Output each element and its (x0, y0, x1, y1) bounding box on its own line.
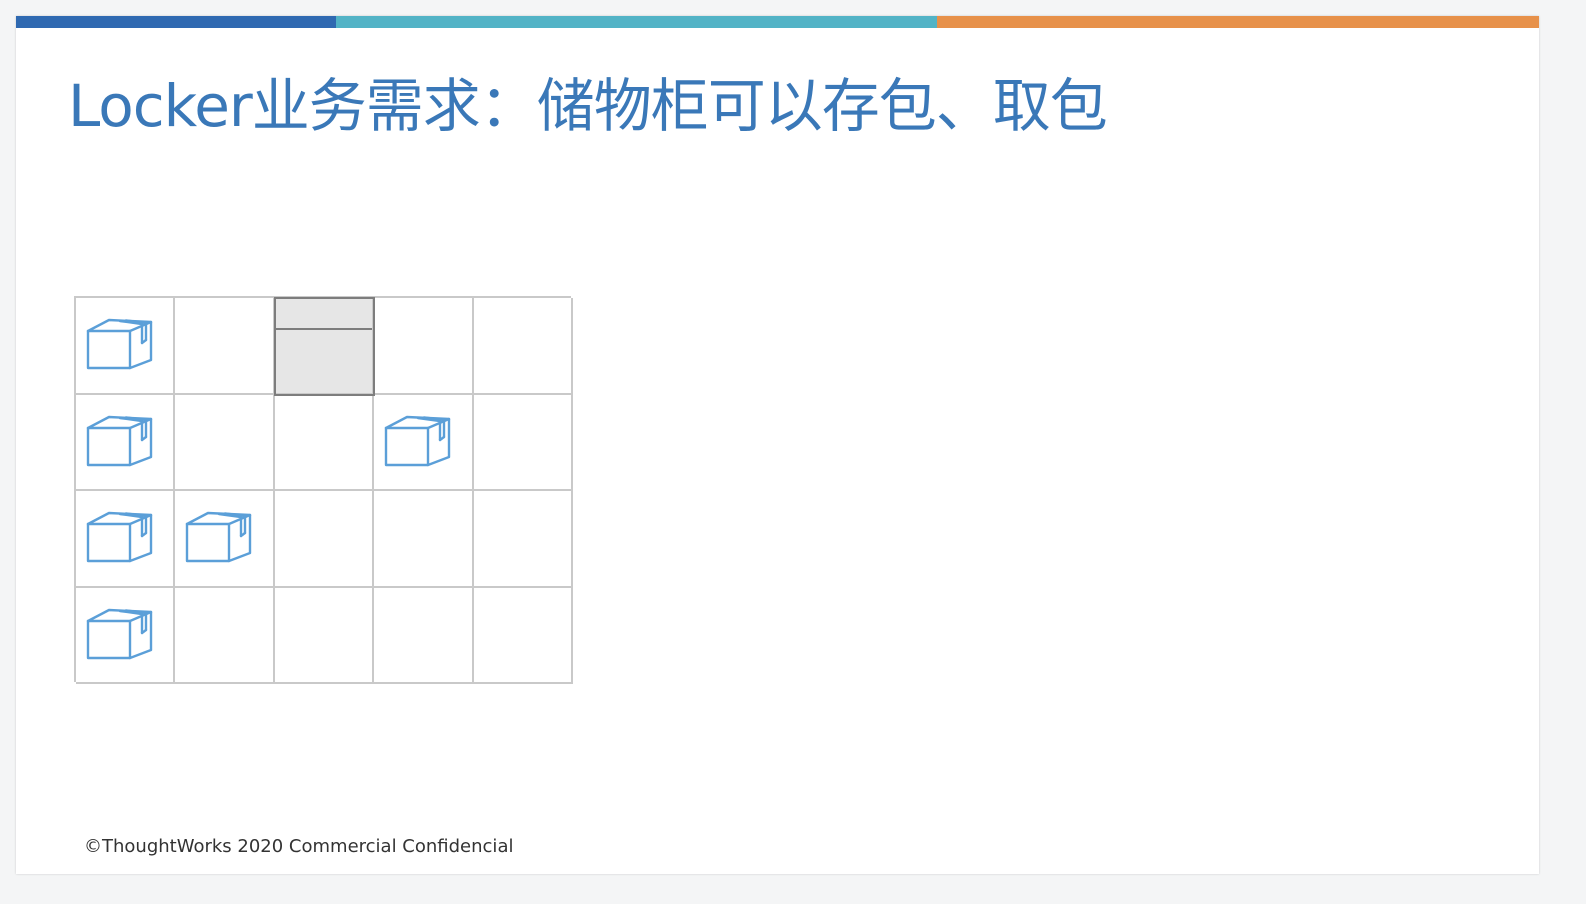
locker-cell (473, 298, 573, 395)
locker-cell (374, 491, 474, 588)
locker-cell (76, 298, 176, 395)
locker-cell (274, 587, 375, 684)
locker-cell (76, 587, 176, 684)
locker-cell (473, 394, 573, 491)
locker-grid (74, 296, 573, 684)
locker-cell (175, 587, 275, 684)
color-bar-teal (336, 16, 937, 28)
package-box-icon (85, 608, 155, 664)
package-box-icon (383, 415, 453, 471)
color-bar-blue (16, 16, 336, 28)
locker-cell (274, 491, 375, 588)
top-color-bar (16, 16, 1539, 28)
locker-cell (374, 298, 474, 395)
package-box-icon (85, 511, 155, 567)
locker-cell (473, 491, 573, 588)
package-box-icon (184, 511, 254, 567)
locker-cell (175, 298, 275, 395)
locker-cell (473, 587, 573, 684)
footer-copyright: ©ThoughtWorks 2020 Commercial Confidenci… (84, 836, 514, 857)
color-bar-orange (937, 16, 1539, 28)
locker-door-divider (274, 328, 373, 330)
locker-cell (175, 491, 275, 588)
locker-cell (76, 491, 176, 588)
package-box-icon (85, 318, 155, 374)
package-box-icon (85, 415, 155, 471)
locker-cell (374, 587, 474, 684)
locker-cell (273, 297, 376, 396)
locker-cell (274, 394, 375, 491)
slide-title: Locker业务需求：储物柜可以存包、取包 (68, 72, 1108, 140)
slide: Locker业务需求：储物柜可以存包、取包 ©ThoughtWorks 2020… (16, 16, 1539, 874)
locker-cell (374, 394, 474, 491)
locker-cell (175, 394, 275, 491)
locker-cell (76, 394, 176, 491)
